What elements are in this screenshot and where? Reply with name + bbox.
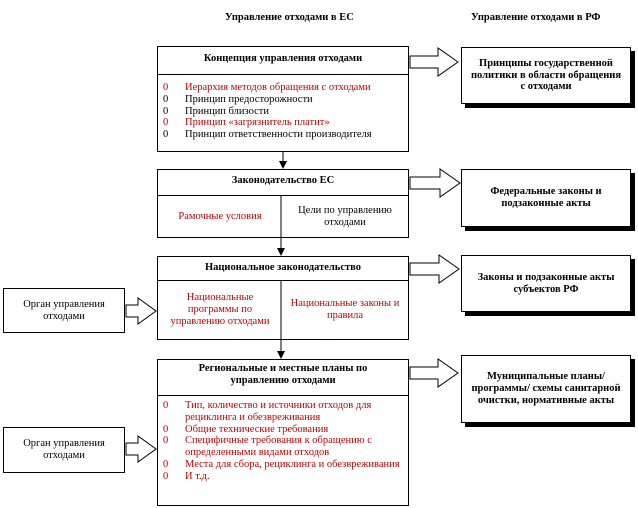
eu-legislation-title: Законодательство ЕС (158, 170, 408, 196)
block-arrow-national-to-rf (409, 254, 460, 284)
down-arrow-concept-to-eu-law (279, 152, 287, 169)
block-arrow-authority-to-national (125, 297, 157, 325)
rf-principles-box: Принципы государственной политики в обла… (461, 47, 631, 104)
eu-framework-conditions: Рамочные условия (178, 210, 262, 222)
national-legislation-title: Национальное законодательство (158, 257, 408, 281)
down-arrow-eu-law-to-national (277, 195, 285, 256)
national-laws: Национальные законы и правила (290, 298, 400, 321)
regional-plans-box: Региональные и местные планы по управлен… (157, 359, 409, 506)
rf-subject-laws-box: Законы и подзаконные акты субъектов РФ (461, 255, 631, 312)
waste-authority-box-upper: Орган управления отходами (3, 288, 125, 333)
concept-title: Концепция управления отходами (158, 47, 408, 75)
eu-column-header: Управление отходами в ЕС (225, 12, 354, 23)
national-legislation-box: Национальное законодательство Национальн… (157, 256, 409, 340)
national-programs: Национальные программы по управлению отх… (170, 292, 270, 327)
eu-legislation-box: Законодательство ЕС Рамочные условия Цел… (157, 169, 409, 238)
rf-federal-laws-box: Федеральные законы и подзаконные акты (461, 169, 631, 227)
rf-column-header: Управление отходами в РФ (471, 12, 601, 23)
down-arrow-national-to-regional (277, 280, 285, 359)
rf-municipal-plans-box: Муниципальные планы/ программы/ схемы са… (461, 355, 631, 423)
block-arrow-eu-law-to-rf (409, 168, 461, 198)
regional-plans-title: Региональные и местные планы по управлен… (158, 360, 408, 396)
waste-authority-box-lower: Орган управления отходами (3, 427, 125, 473)
eu-waste-targets: Цели по управлению отходами (298, 204, 392, 228)
block-arrow-regional-to-rf (409, 358, 459, 388)
block-arrow-authority-to-regional (125, 435, 157, 463)
block-arrow-concept-to-rf (409, 47, 459, 77)
